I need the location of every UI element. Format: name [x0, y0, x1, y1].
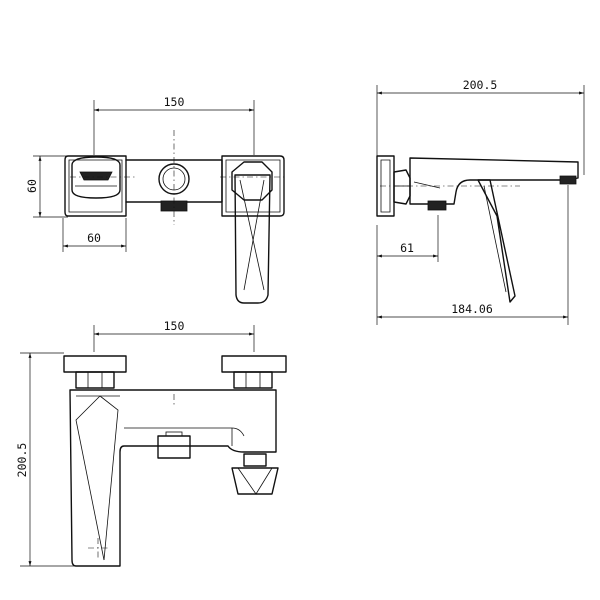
front-spout-outlet — [231, 467, 279, 495]
left-cold-knob — [71, 156, 121, 199]
side-nut — [393, 169, 411, 205]
side-view-depth-label: 61 — [400, 241, 414, 255]
side-view-top-label: 200.5 — [463, 78, 498, 92]
front-view: 150 200.5 — [15, 319, 287, 567]
front-right-nut — [233, 371, 273, 389]
front-body — [69, 389, 277, 567]
side-view-depth-dimension: 61 — [376, 215, 439, 262]
front-right-escutcheon — [221, 355, 287, 373]
lever-handle-top-view — [234, 174, 271, 304]
top-view-handle-label: 60 — [87, 231, 101, 245]
side-view-top-dimension: 200.5 — [376, 78, 585, 175]
left-escutcheon — [64, 155, 127, 217]
front-view-height-dimension: 200.5 — [15, 352, 80, 567]
front-view-width-label: 150 — [164, 319, 185, 333]
front-diverter-cap — [157, 435, 191, 459]
right-escutcheon — [221, 155, 285, 217]
side-view-length-label: 184.06 — [451, 302, 493, 316]
side-view-length-dimension: 184.06 — [376, 185, 569, 325]
front-view-height-label: 200.5 — [15, 443, 29, 478]
front-left-escutcheon — [63, 355, 127, 373]
front-spout-aerator — [243, 453, 267, 467]
top-view-height-label: 60 — [25, 179, 39, 193]
side-view: 200.5 61 184.06 — [376, 78, 585, 325]
side-diverter-cap — [427, 200, 447, 211]
side-escutcheon — [376, 155, 395, 217]
top-view-width-label: 150 — [164, 95, 185, 109]
right-hex-nut — [231, 161, 273, 201]
side-lever — [477, 179, 516, 303]
top-view: 150 60 60 — [25, 95, 285, 304]
front-left-nut — [75, 371, 115, 389]
top-view-height-dimension: 60 — [25, 155, 68, 218]
spout-aerator — [559, 175, 577, 185]
top-view-width-dimension: 150 — [93, 95, 255, 155]
top-view-handle-dimension: 60 — [62, 218, 127, 252]
front-view-width-dimension: 150 — [93, 319, 255, 352]
